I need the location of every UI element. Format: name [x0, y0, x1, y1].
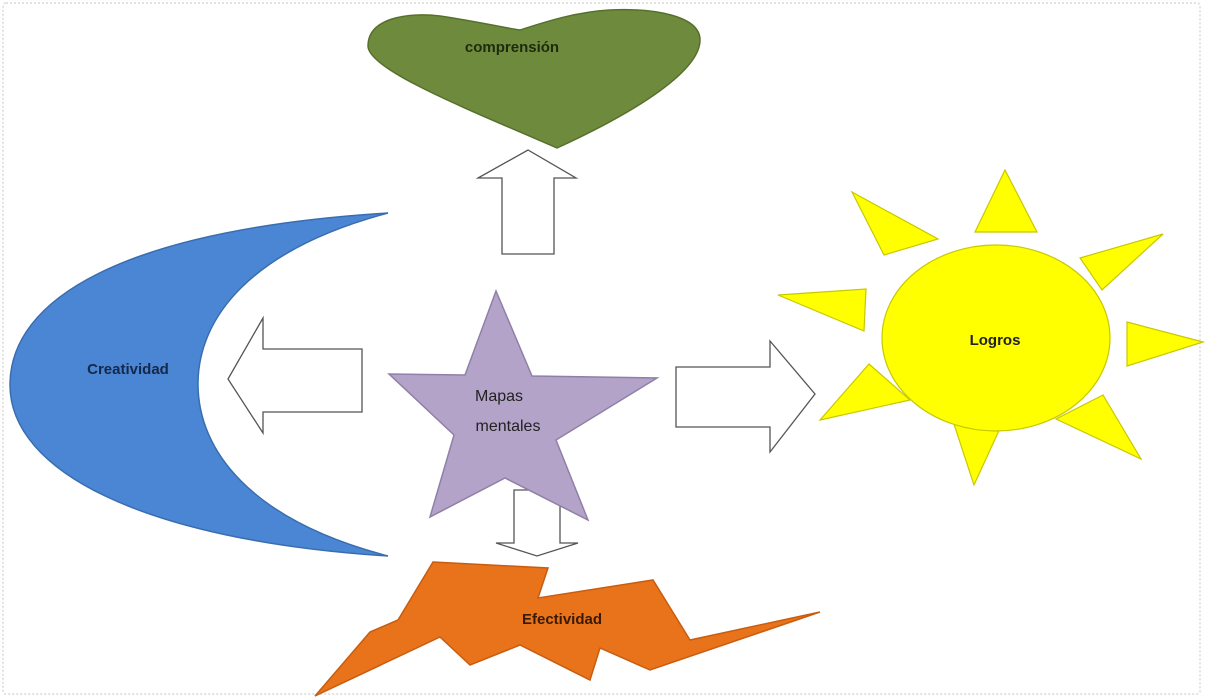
- logros-node: Logros: [777, 168, 1205, 487]
- comprension-node: comprensión: [367, 8, 701, 149]
- star-shape: [387, 288, 660, 522]
- sun-shape: [881, 244, 1111, 432]
- mapas-mentales-label-line1: Mapas: [475, 388, 523, 405]
- arrow-left-icon: [227, 315, 363, 436]
- moon-shape: [9, 212, 389, 557]
- creatividad-label: Creatividad: [87, 361, 169, 378]
- logros-label: Logros: [970, 332, 1021, 349]
- mapas-mentales-label-line2: mentales: [476, 418, 541, 435]
- sun-rays: [777, 168, 1205, 487]
- efectividad-node: Efectividad: [314, 561, 821, 697]
- mapas-mentales-node: Mapas mentales: [387, 288, 660, 522]
- creatividad-node: Creatividad: [9, 212, 389, 557]
- heart-shape: [367, 8, 701, 149]
- arrow-up-icon: [475, 149, 579, 255]
- lightning-bolt-shape: [314, 561, 821, 697]
- comprension-label: comprensión: [465, 39, 559, 56]
- efectividad-label: Efectividad: [522, 611, 602, 628]
- arrow-right-icon: [675, 339, 816, 454]
